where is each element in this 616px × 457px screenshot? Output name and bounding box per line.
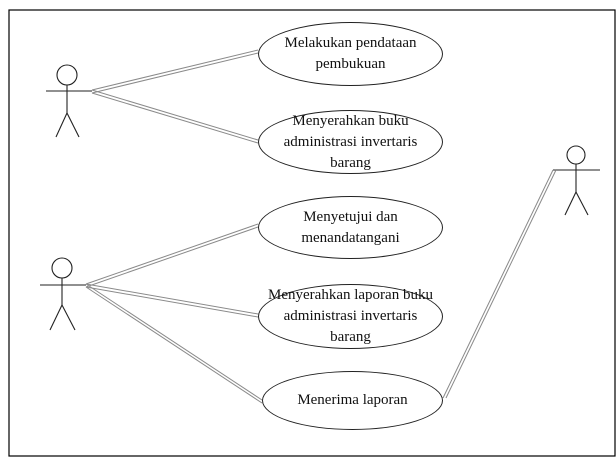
use-case-label: Menyerahkan buku administrasi invertaris… (283, 112, 418, 171)
association-actor-2-uc4 (85, 283, 259, 318)
actor-1[interactable] (46, 64, 92, 138)
use-case-menyerahkan-laporan[interactable]: Menyerahkan laporan buku administrasi in… (258, 284, 443, 349)
use-case-label: Menyerahkan laporan buku administrasi in… (268, 287, 433, 345)
association-actor-3-uc5 (442, 169, 557, 399)
association-actor-1-uc1 (91, 49, 259, 94)
actor-3[interactable] (553, 145, 600, 216)
use-case-menerima-laporan[interactable]: Menerima laporan (262, 371, 443, 430)
actor-2[interactable] (40, 257, 86, 331)
association-actor-2-uc3 (85, 223, 259, 288)
use-case-label: Menerima laporan (297, 392, 408, 408)
association-actor-2-uc5 (85, 283, 263, 404)
association-actor-1-uc2 (91, 89, 259, 144)
use-case-menyerahkan-buku[interactable]: Menyerahkan buku administrasi invertaris… (258, 110, 443, 174)
use-case-melakukan-pendataan[interactable]: Melakukan pendataan pembukuan (258, 22, 443, 86)
use-case-menyetujui[interactable]: Menyetujui dan menandatangani (258, 196, 443, 259)
use-case-label: Melakukan pendataan pembukuan (284, 35, 417, 72)
diagram-frame (8, 9, 616, 457)
use-case-label: Menyetujui dan menandatangani (301, 208, 400, 246)
